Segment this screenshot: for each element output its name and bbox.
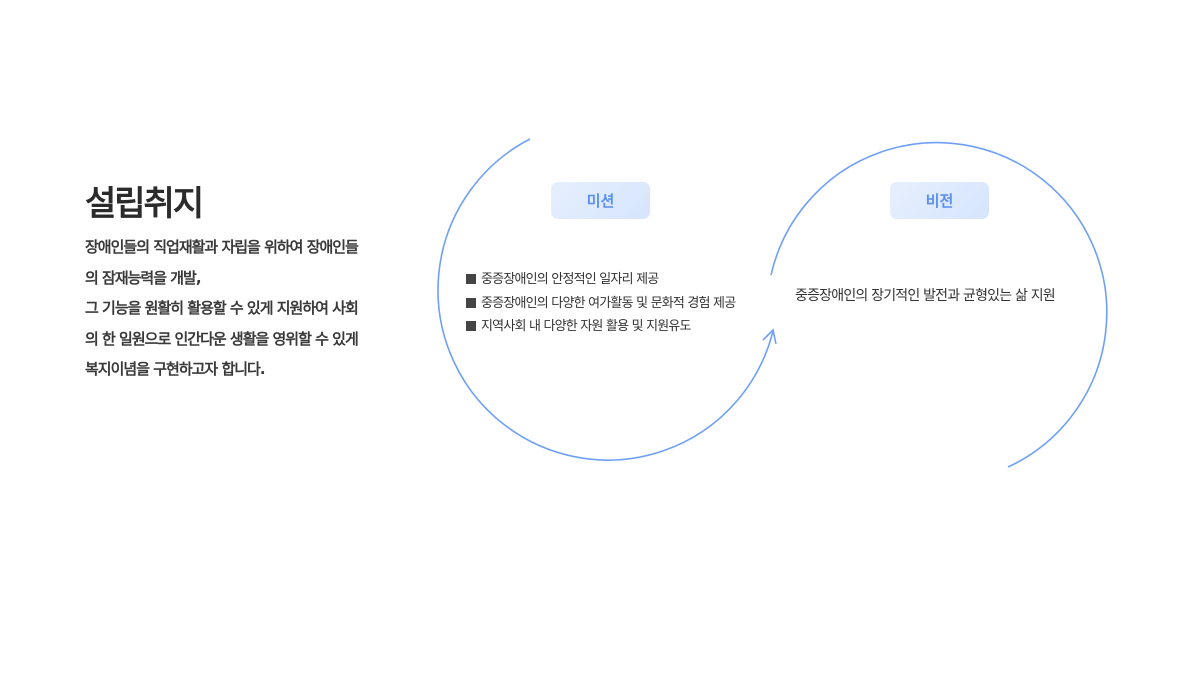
list-item: 지역사회 내 다양한 자원 활용 및 지원유도 [466,315,735,339]
list-item: 중증장애인의 다양한 여가활동 및 문화적 경험 제공 [466,292,736,316]
arrow-head-icon [762,328,777,345]
vision-text: 중증장애인의 장기적인 발전과 균형있는 삶 지원 [795,288,1056,304]
list-item: 중증장애인의 안정적인 일자리 제공 [466,268,735,292]
vision-arc [770,141,1108,468]
description-line: 의 잠재능력을 개발, [85,268,202,287]
vision-badge: 비전 [890,182,989,219]
description-line: 복지이념을 구현하고자 합니다. [85,360,266,378]
bullet-square-icon [466,297,476,308]
description-line: 장애인들의 직업재활과 자립을 위하여 장애인들 [85,238,359,256]
page-title: 설립취지 [85,184,204,224]
description: 장애인들의 직업재활과 자립을 위하여 장애인들 의 잠재능력을 개발, 그 기… [85,232,405,385]
bullet-square-icon [466,321,476,331]
mission-badge: 미션 [551,182,650,219]
description-line: 의 한 일원으로 인간다운 생활을 영위할 수 있게 [85,329,359,348]
bullet-square-icon [466,274,476,284]
mission-list: 중증장애인의 안정적인 일자리 제공 중증장애인의 다양한 여가활동 및 문화적… [466,268,736,339]
description-line: 그 기능을 원활히 활용할 수 있게 지원하여 사회 [85,299,359,317]
mission-arc [437,138,774,461]
